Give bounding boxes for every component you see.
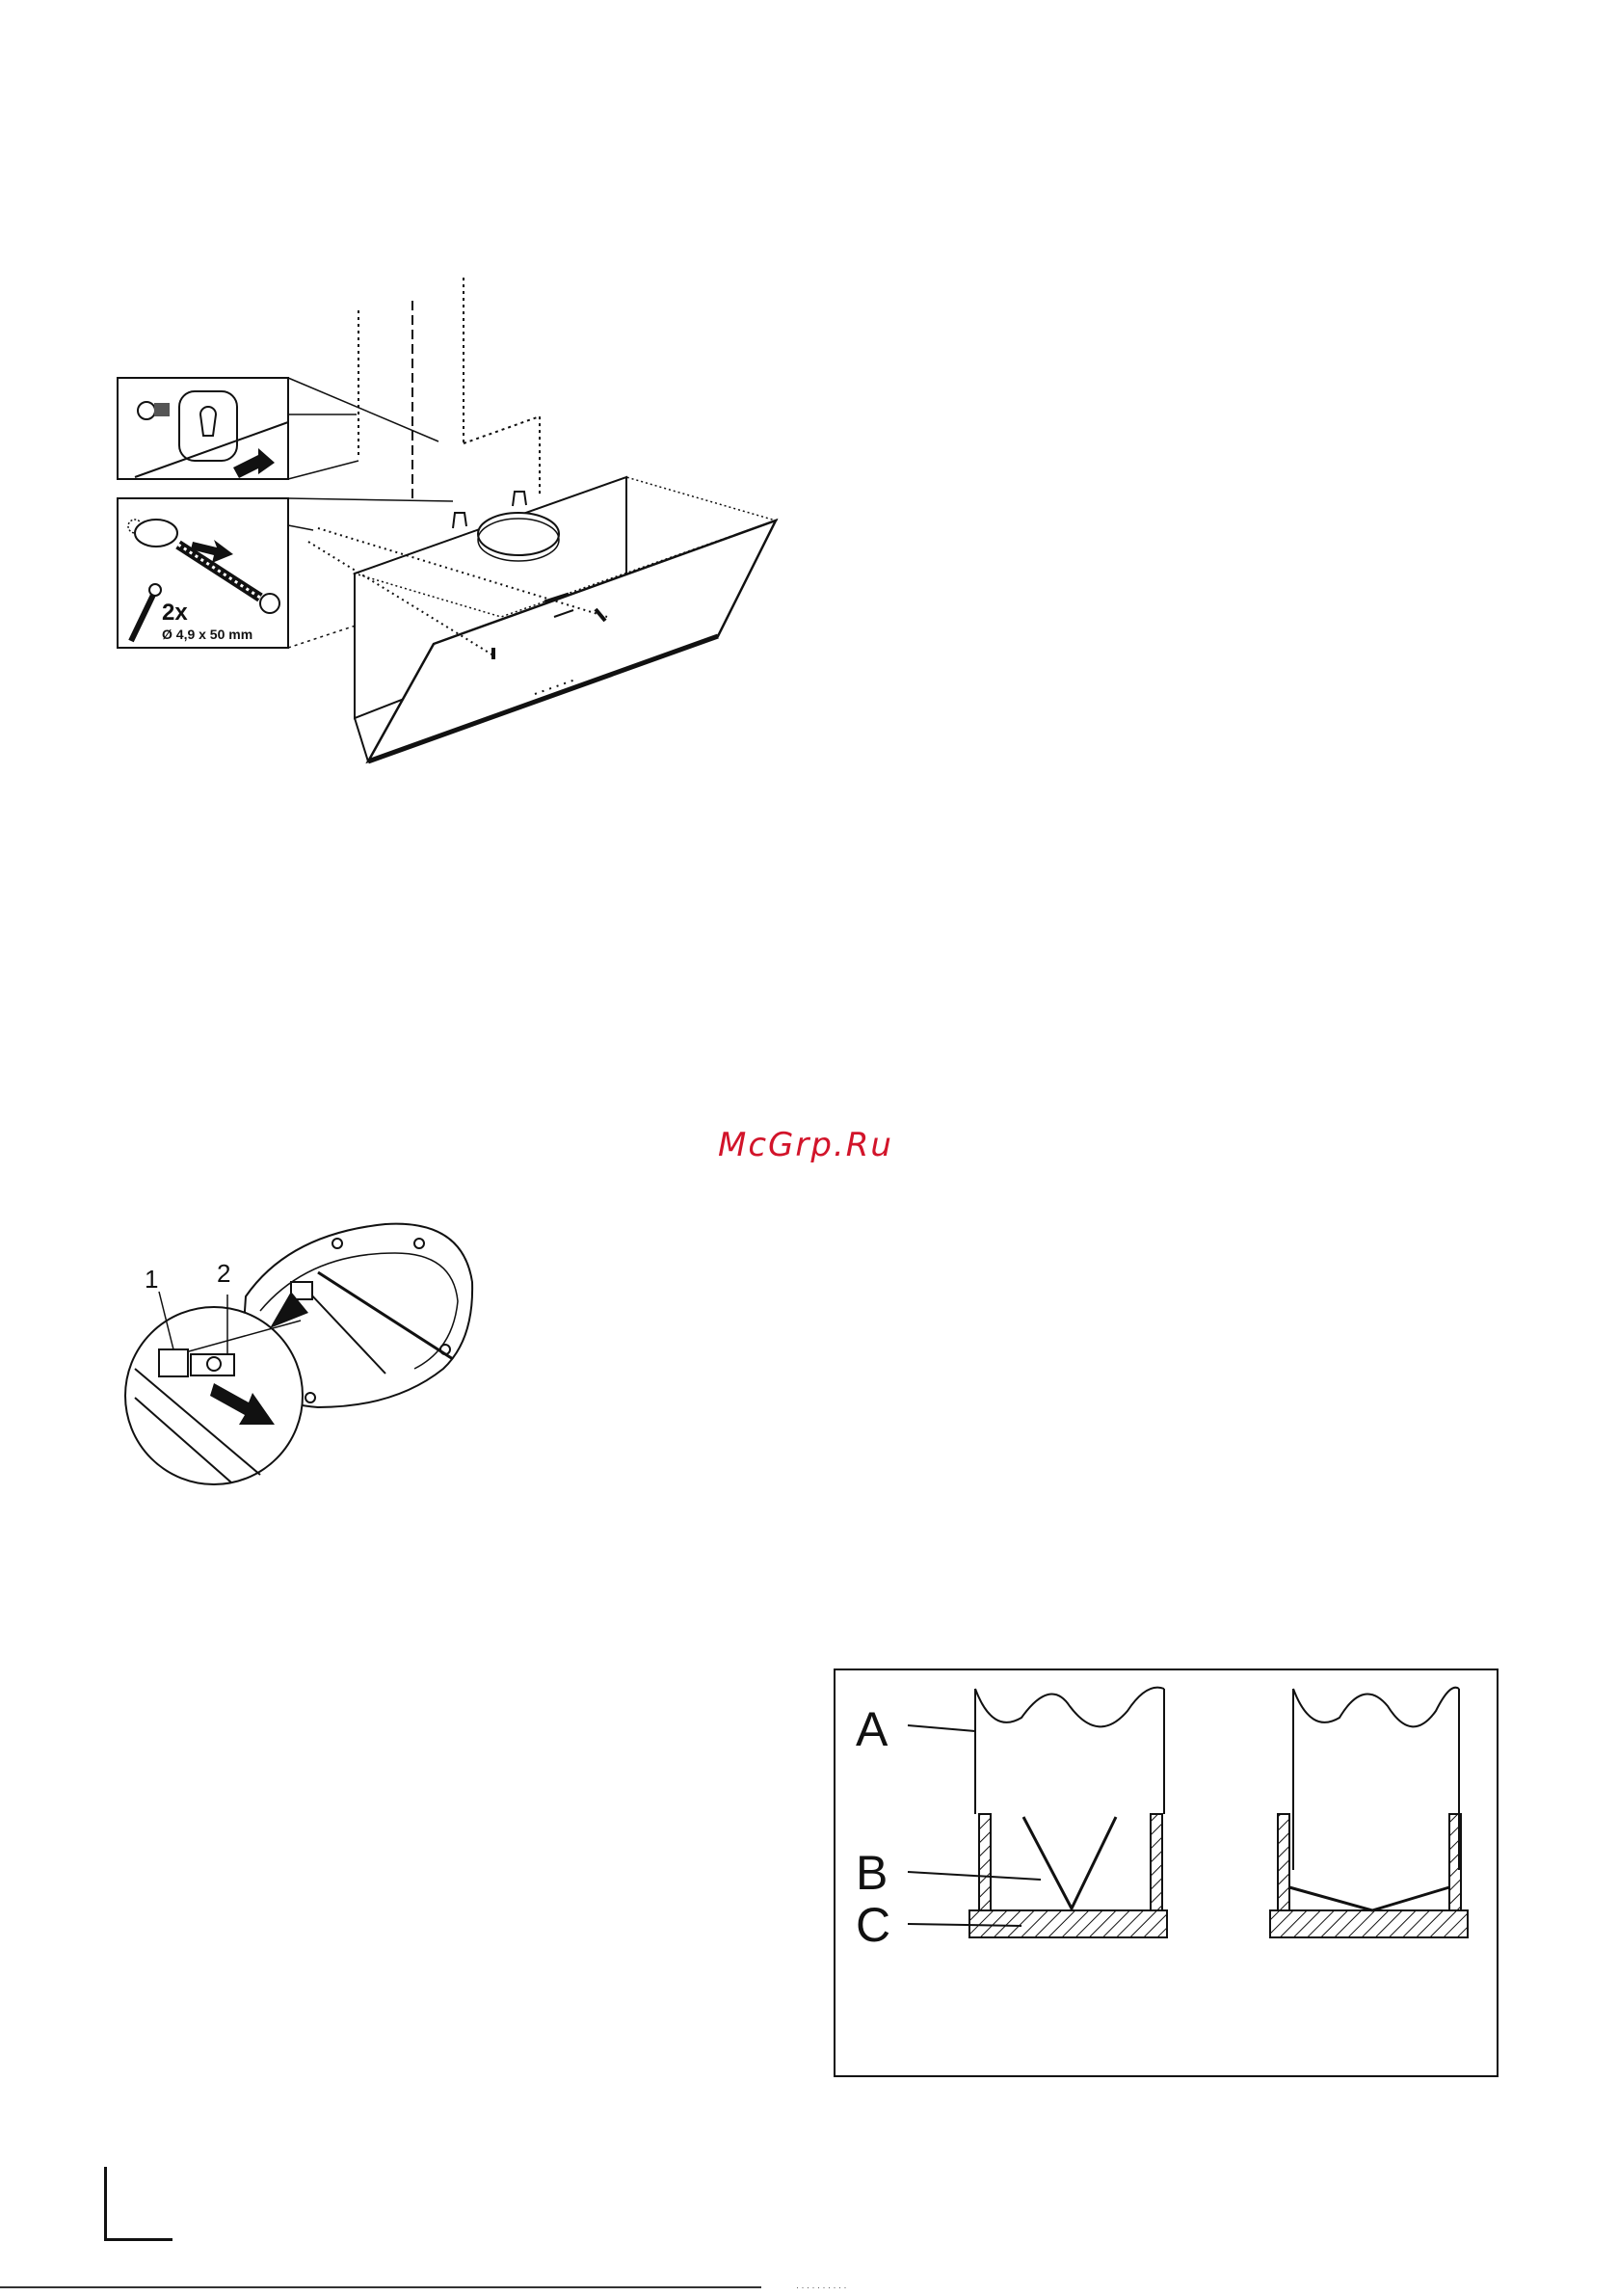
label-b: B	[856, 1845, 888, 1901]
label-c: C	[856, 1897, 890, 1953]
label-a: A	[856, 1701, 888, 1757]
footer-text: · · · · · · · · · ·	[796, 2283, 846, 2292]
page-corner-mark	[104, 2167, 172, 2241]
footer-rule	[0, 2286, 761, 2288]
filter-after	[1270, 1688, 1468, 1937]
filter-before	[908, 1688, 1167, 1937]
